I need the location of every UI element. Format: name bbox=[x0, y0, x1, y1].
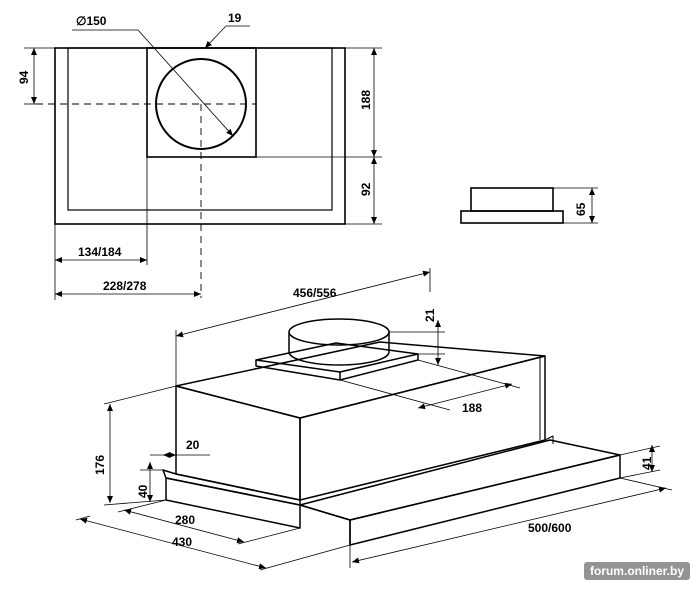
iso-view-dimension-lines bbox=[75, 268, 673, 571]
iso-front-ledge bbox=[162, 469, 301, 506]
iso-body-right bbox=[299, 355, 546, 501]
side-view-duct bbox=[470, 187, 554, 212]
iso-duct-plate bbox=[255, 342, 419, 373]
top-view-outer-frame bbox=[54, 47, 346, 225]
iso-duct-side bbox=[288, 332, 390, 366]
dim-height-92: 92 bbox=[359, 182, 373, 196]
dim-width-134-184: 134/184 bbox=[78, 245, 122, 259]
iso-duct-top bbox=[288, 318, 390, 346]
top-view bbox=[54, 47, 346, 225]
iso-panel-front bbox=[349, 454, 621, 546]
top-view-duct-plate bbox=[146, 47, 257, 158]
dim-height-176: 176 bbox=[93, 455, 107, 475]
dim-width-456-556: 456/556 bbox=[293, 286, 337, 300]
dim-depth-280: 280 bbox=[175, 513, 195, 527]
dim-collar-188: 188 bbox=[462, 401, 482, 415]
iso-view bbox=[162, 318, 621, 546]
dim-height-188: 188 bbox=[359, 90, 373, 110]
side-view bbox=[460, 187, 564, 224]
dim-depth-430: 430 bbox=[172, 535, 192, 549]
dim-duct-diameter: ∅150 bbox=[76, 14, 107, 28]
dim-depth-94: 94 bbox=[17, 70, 31, 84]
forum-watermark: forum.onliner.by bbox=[583, 562, 690, 580]
dim-ledge-20: 20 bbox=[186, 438, 200, 452]
dim-width-228-278: 228/278 bbox=[103, 279, 147, 293]
dim-width-500-600: 500/600 bbox=[528, 521, 572, 535]
dim-panel-41: 41 bbox=[640, 456, 654, 470]
dim-height-65: 65 bbox=[574, 202, 588, 216]
top-view-dimension-lines bbox=[24, 25, 382, 300]
dim-offset-19: 19 bbox=[228, 11, 242, 25]
top-view-center-lines bbox=[36, 103, 256, 298]
side-view-dimension-lines bbox=[553, 187, 598, 224]
dim-collar-21: 21 bbox=[423, 308, 437, 322]
side-view-body bbox=[460, 210, 564, 224]
top-view-inner-frame bbox=[67, 47, 333, 211]
iso-panel-top bbox=[299, 439, 621, 521]
dim-front-40: 40 bbox=[136, 484, 150, 498]
